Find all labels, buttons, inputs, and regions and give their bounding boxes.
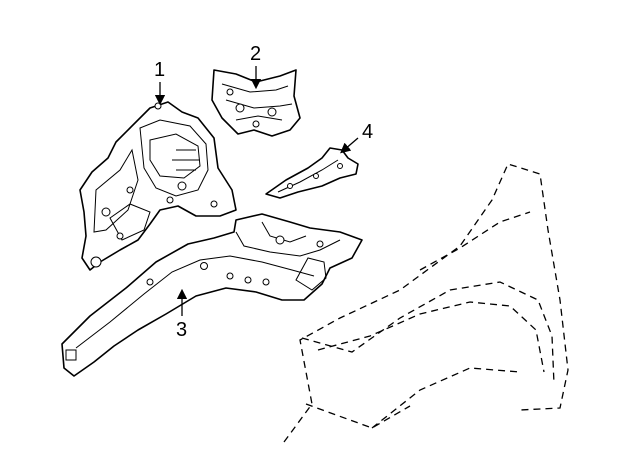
callout-1: 1: [154, 59, 166, 106]
callout-4-leader: [340, 137, 359, 154]
fender-outline: [283, 163, 569, 443]
part-4-bracket: [265, 147, 359, 199]
callout-3: 3: [176, 288, 188, 341]
callout-4: 4: [340, 121, 373, 154]
callout-4-label: 4: [362, 121, 373, 143]
part-2-reinforcement: [211, 69, 301, 137]
part-1-apron-panel: [79, 101, 237, 271]
callout-2: 2: [250, 43, 262, 90]
callout-2-label: 2: [250, 43, 261, 65]
callout-1-label: 1: [154, 59, 165, 81]
callout-3-label: 3: [176, 319, 187, 341]
part-3-frame-rail: [61, 213, 363, 377]
